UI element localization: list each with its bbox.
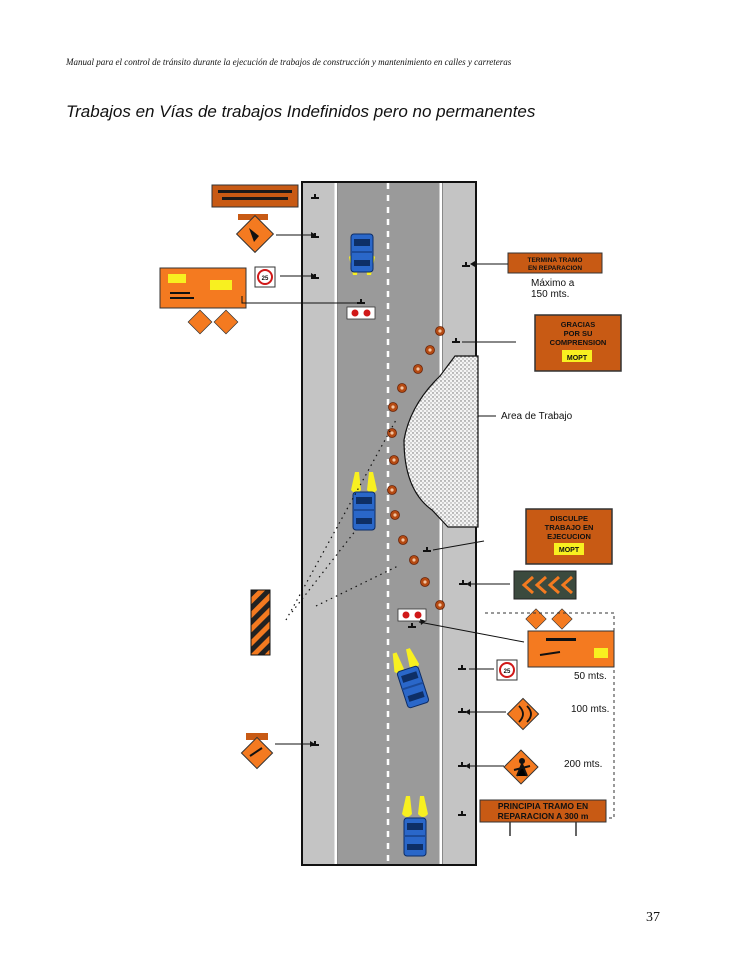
- label-work-area: Area de Trabajo: [501, 411, 573, 422]
- barricade-left: [250, 589, 271, 656]
- label-100m: 100 mts.: [571, 704, 609, 715]
- label-max-line1: Máximo a: [531, 278, 575, 289]
- orange-panel-sign-left: [159, 267, 247, 309]
- svg-text:TERMINA TRAMO: TERMINA TRAMO: [527, 257, 582, 264]
- worker-diamond-sign: [503, 749, 539, 785]
- twin-diamonds-right: [525, 608, 573, 630]
- speed-sign-right: 25: [496, 659, 518, 681]
- page-number: 37: [646, 910, 660, 925]
- sign-principia: PRINCIPIA TRAMO EN REPARACION A 300 m: [479, 799, 607, 836]
- svg-text:25: 25: [504, 669, 511, 675]
- label-max-line2: 150 mts.: [531, 289, 569, 300]
- arrow-board: [513, 570, 577, 600]
- page-title: Trabajos en Vías de trabajos Indefinidos…: [66, 102, 536, 121]
- flasher-bar-bottom: [397, 608, 427, 622]
- svg-text:GRACIAS: GRACIAS: [561, 320, 596, 329]
- label-50m: 50 mts.: [574, 671, 607, 682]
- svg-text:EN REPARACION: EN REPARACION: [528, 265, 582, 272]
- sign-gracias: GRACIAS POR SU COMPRENSION MOPT: [534, 314, 622, 372]
- speed-sign-left: 25: [254, 266, 276, 288]
- sign-top-left-rect: [211, 184, 299, 208]
- leader-lines: [241, 234, 525, 767]
- svg-text:PRINCIPIA TRAMO EN: PRINCIPIA TRAMO EN: [498, 801, 588, 811]
- svg-text:MOPT: MOPT: [567, 355, 588, 362]
- curve-diamond-sign: [506, 697, 540, 731]
- diamond-sign-bottom-left: [240, 733, 274, 770]
- svg-text:REPARACION A 300 m: REPARACION A 300 m: [498, 811, 589, 821]
- arrowheads: [310, 232, 475, 769]
- twin-diamonds-left: [187, 309, 239, 335]
- svg-text:TRABAJO EN: TRABAJO EN: [545, 523, 594, 532]
- men-at-work-diamond-top: [235, 214, 275, 254]
- distance-bracket: [485, 612, 615, 819]
- svg-text:COMPRENSION: COMPRENSION: [550, 338, 607, 347]
- svg-text:POR SU: POR SU: [564, 329, 593, 338]
- page-header: Manual para el control de tránsito duran…: [66, 57, 512, 67]
- svg-text:EJECUCION: EJECUCION: [547, 532, 591, 541]
- sign-termina-tramo: TERMINA TRAMO EN REPARACION: [507, 252, 603, 274]
- vehicle-1: [349, 233, 375, 275]
- label-200m: 200 mts.: [564, 759, 602, 770]
- sign-disculpe: DISCULPE TRABAJO EN EJECUCION MOPT: [525, 508, 613, 565]
- flasher-bar-top: [346, 306, 376, 320]
- svg-text:MOPT: MOPT: [559, 547, 580, 554]
- orange-panel-sign-right: [527, 630, 615, 668]
- sight-lines: [285, 419, 399, 621]
- work-area: [403, 355, 479, 528]
- svg-text:DISCULPE: DISCULPE: [550, 514, 588, 523]
- speed-value: 25: [262, 276, 269, 282]
